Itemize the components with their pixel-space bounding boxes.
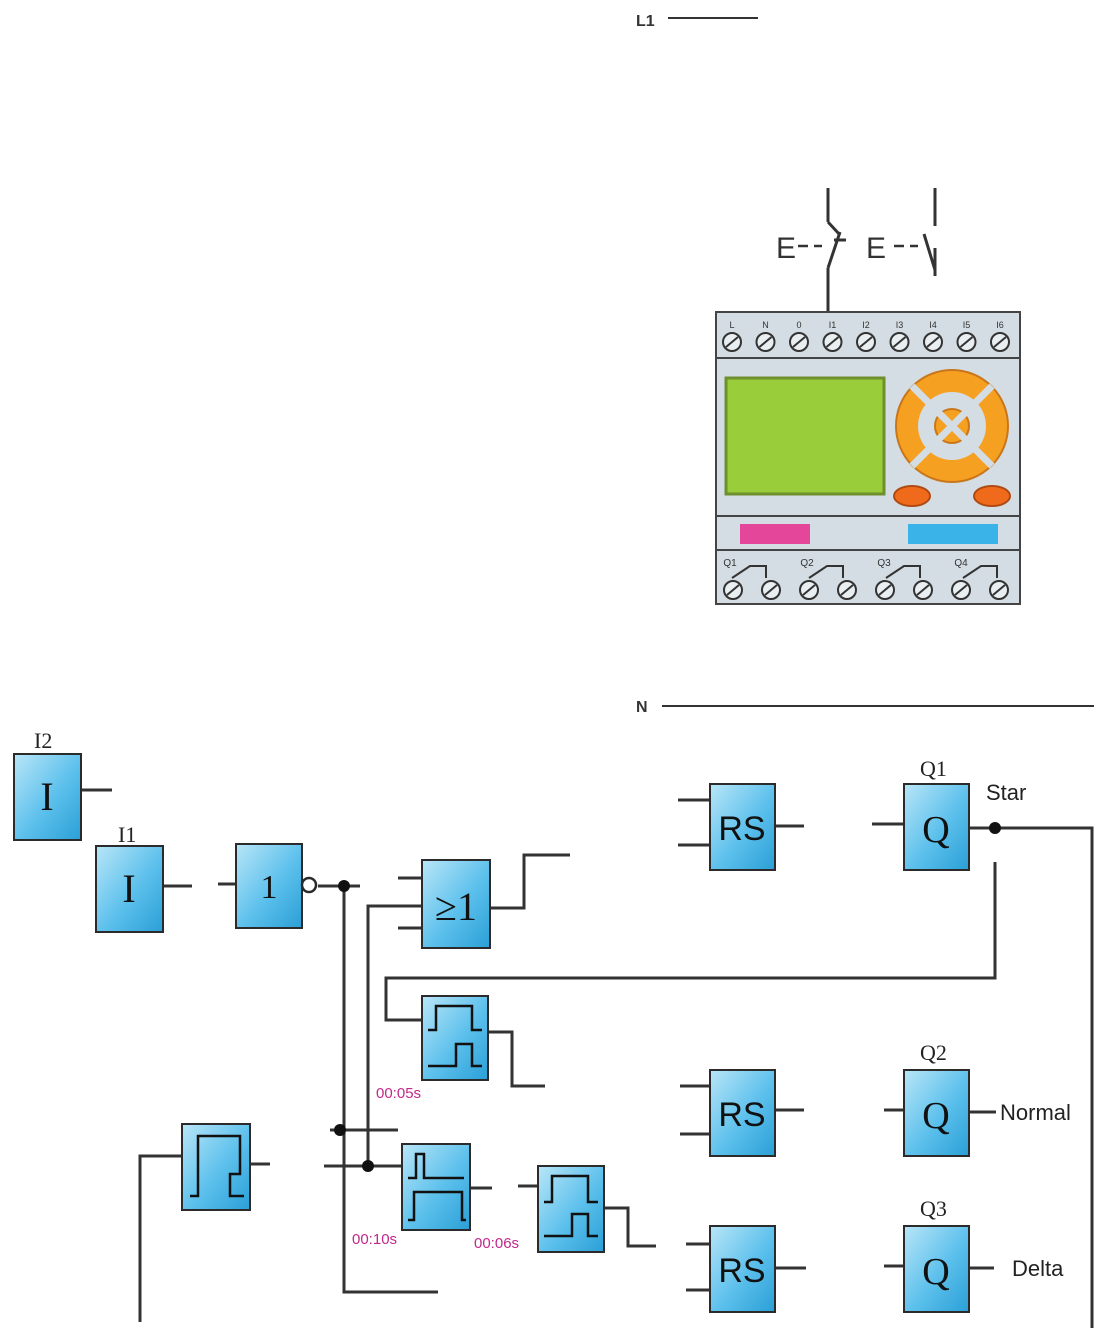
or-gate-symbol: ≥1 [435,884,477,929]
plc-keypad [895,369,1009,483]
plc-input-terminal-i6-slot [993,336,1007,348]
block-symbol-i1: I [122,866,135,911]
plc-right-key [973,485,1011,507]
rail-l1: L1 [636,13,758,30]
plc-output-terminal-8-slot [992,584,1006,596]
block-tag-q3: Q3 [920,1196,947,1221]
switch-no [894,188,937,276]
rail-n: N [636,699,1094,716]
plc-lcd-screen [724,376,886,496]
rs-block-2-symbol: RS [718,1096,765,1134]
block-symbol-i2: I [40,774,53,819]
plc-input-terminal-i3-slot [892,336,907,348]
plc-input-label-0: 0 [796,320,801,330]
plc-device: L N 0 I1 I2 I3 I4 I5 I6 Q1 Q2 Q3 Q4 [715,311,1021,605]
switch-nc [798,188,846,312]
switch-2-label: E [866,232,886,265]
plc-output-contact-q1 [731,565,767,579]
plc-output-contact-q3 [885,565,921,579]
plc-input-label-i4: I4 [929,320,937,330]
block-symbol-q3: Q [922,1251,949,1293]
plc-blue-strip [908,524,998,544]
block-tag-i1: I1 [118,822,136,847]
output-block-q1: Q1 Q Star [903,756,1026,871]
switch-1-label: E [776,232,796,265]
plc-output-terminals: Q1 Q2 Q3 Q4 [723,558,1009,600]
timer-block-10s: 00:10s [352,1143,471,1248]
plc-output-contact-q4 [962,565,998,579]
timer-block-far-left [181,1123,251,1211]
plc-input-label-i3: I3 [896,320,904,330]
junction-dots [334,822,1001,1172]
plc-input-label-i6: I6 [996,320,1004,330]
plc-output-label-q3: Q3 [877,558,891,569]
plc-output-label-q4: Q4 [954,558,968,569]
plc-input-terminal-i4-slot [926,336,940,348]
plc-input-terminal-l-slot [725,336,739,348]
plc-input-terminal-i2-slot [859,336,873,348]
block-tag-q2: Q2 [920,1040,947,1065]
input-block-i1: I1 I [95,822,164,933]
output-block-q2: Q2 Q Normal [903,1040,1071,1157]
plc-output-terminal-4-slot [840,584,854,596]
block-tag-i2: I2 [34,728,52,753]
plc-output-label-q1: Q1 [723,558,737,569]
plc-output-terminal-6-slot [916,584,930,596]
rs-block-2: RS [709,1069,776,1157]
block-symbol-q2: Q [922,1095,949,1137]
plc-pink-strip [740,524,810,544]
not-bubble [300,876,318,894]
output-label-normal: Normal [1000,1100,1071,1125]
plc-input-terminals: L N 0 I1 I2 I3 I4 I5 I6 [722,320,1010,352]
timer-block-05s: 00:05s [376,995,489,1102]
rs-block-3-symbol: RS [718,1252,765,1290]
or-gate: ≥1 [421,859,491,949]
plc-input-terminal-i1-slot [825,336,840,348]
timer-label-06s: 00:06s [474,1235,519,1252]
wires [81,788,1094,1328]
plc-input-label-l: L [729,320,734,330]
plc-output-terminal-5-slot [878,584,892,596]
plc-output-contact-q2 [808,565,844,579]
block-tag-q1: Q1 [920,756,947,781]
output-label-delta: Delta [1012,1256,1064,1281]
plc-input-terminal-n-slot [758,336,773,348]
not-gate-symbol: 1 [261,869,278,906]
block-symbol-q1: Q [922,809,949,851]
input-block-i2: I2 I [13,728,82,841]
rs-block-1: RS [709,783,776,871]
plc-left-key [893,485,931,507]
plc-output-terminal-2-slot [764,584,778,596]
rs-block-3: RS [709,1225,776,1313]
rail-n-label: N [636,699,648,716]
plc-input-label-n: N [762,320,769,330]
plc-input-label-i5: I5 [963,320,971,330]
plc-output-terminal-7-slot [954,584,968,596]
rail-l1-label: L1 [636,13,655,30]
plc-output-label-q2: Q2 [800,558,814,569]
plc-input-label-i2: I2 [862,320,870,330]
timer-block-06s: 00:06s [474,1165,605,1253]
plc-output-terminal-1-slot [726,584,740,596]
rs-block-1-symbol: RS [718,810,765,848]
timer-label-05s: 00:05s [376,1085,421,1102]
plc-input-terminal-0-slot [792,336,806,348]
plc-output-terminal-3-slot [802,584,816,596]
not-gate: 1 [235,843,318,929]
output-block-q3: Q3 Q Delta [903,1196,1064,1313]
plc-input-label-i1: I1 [829,320,837,330]
plc-input-terminal-i5-slot [959,336,974,348]
timer-label-10s: 00:10s [352,1231,397,1248]
output-label-star: Star [986,780,1026,805]
